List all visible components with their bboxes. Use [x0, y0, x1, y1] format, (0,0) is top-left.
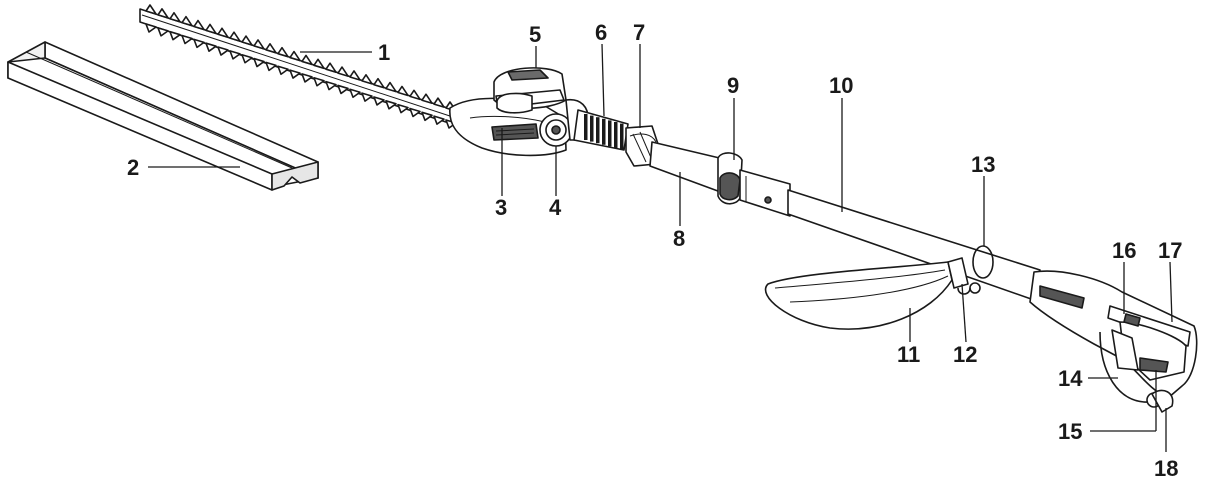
- callout-7: 7: [633, 20, 645, 45]
- callout-10: 10: [829, 73, 853, 98]
- leader-12: [961, 283, 967, 343]
- callout-9: 9: [727, 73, 739, 98]
- inner-pole: [649, 141, 729, 195]
- callout-1: 1: [378, 40, 390, 65]
- callout-8: 8: [673, 226, 685, 251]
- callout-4: 4: [549, 195, 562, 220]
- callout-labels: 1 2 3 4 5 6 7 8 9 10 11 12 13 14 15 16 1…: [127, 20, 1182, 481]
- callout-14: 14: [1058, 366, 1083, 391]
- blade-cover: [7, 41, 319, 191]
- grip-ridges: [584, 114, 624, 150]
- callout-18: 18: [1154, 456, 1178, 481]
- lock-off-lever: [1139, 357, 1169, 373]
- trigger: [1111, 329, 1139, 371]
- leader-6: [601, 43, 605, 117]
- shoulder-strap: [764, 261, 953, 330]
- angle-adjust-section: [573, 109, 629, 151]
- callout-16: 16: [1112, 238, 1136, 263]
- strap-ring: [969, 245, 994, 294]
- callout-17: 17: [1158, 238, 1182, 263]
- callout-2: 2: [127, 155, 139, 180]
- callout-6: 6: [595, 20, 607, 45]
- pole-lock-clamp: [717, 152, 791, 217]
- strap-hook: [947, 257, 971, 295]
- callout-5: 5: [529, 22, 541, 47]
- callout-3: 3: [495, 195, 507, 220]
- callout-15: 15: [1058, 419, 1082, 444]
- blade-teeth-bottom: [145, 23, 457, 129]
- blade-teeth-top: [145, 4, 457, 112]
- callout-13: 13: [971, 152, 995, 177]
- callout-12: 12: [953, 342, 977, 367]
- leader-lines: [148, 43, 1173, 452]
- callout-11: 11: [897, 342, 920, 367]
- motor-housing: [449, 67, 567, 157]
- leader-17: [1169, 261, 1173, 323]
